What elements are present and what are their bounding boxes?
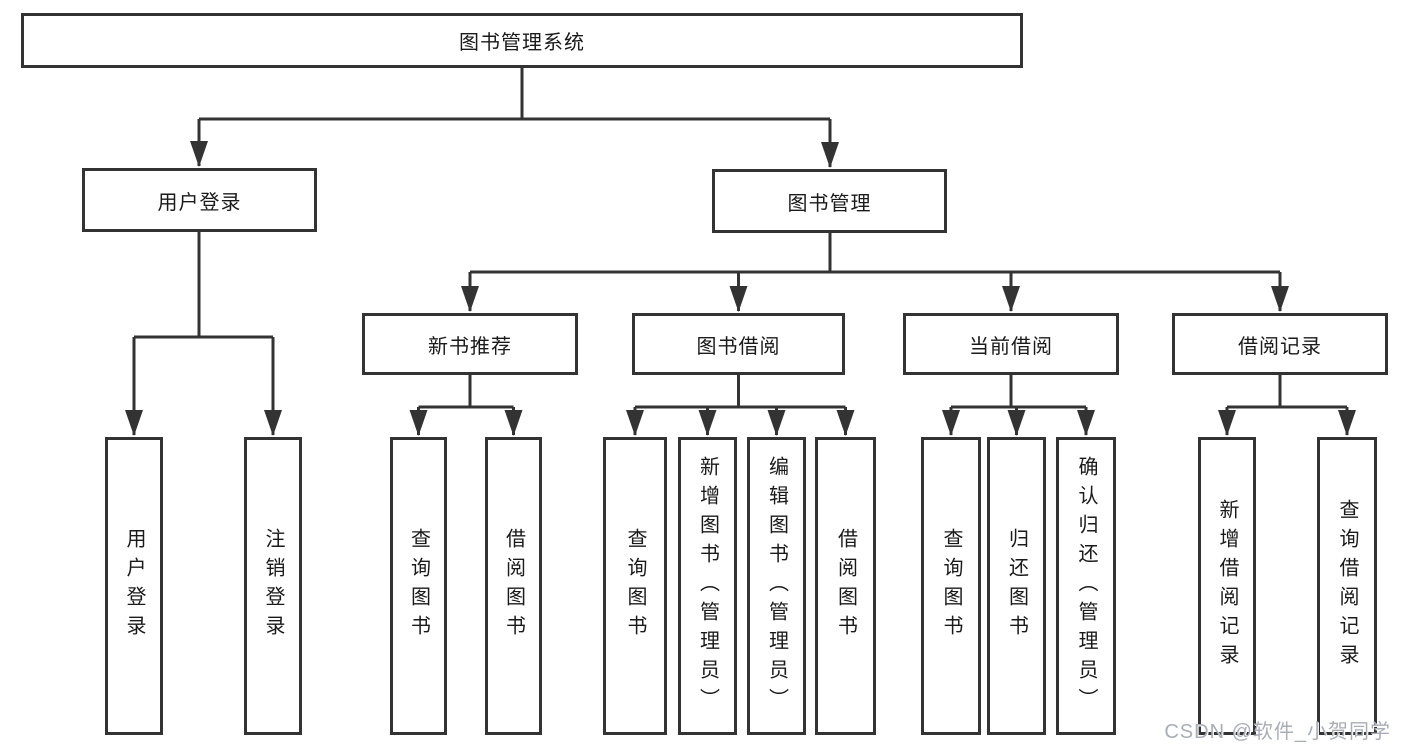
node-cb-confirm-return-admin-label: 确认归还（管理员） bbox=[1075, 455, 1097, 717]
node-bb-borrow-books-label: 借阅图书 bbox=[834, 528, 857, 644]
node-bb-borrow-books: 借阅图书 bbox=[815, 437, 876, 735]
node-rec-borrow-books: 借阅图书 bbox=[485, 437, 542, 735]
node-user-login: 用户登录 bbox=[82, 168, 317, 232]
node-logout: 注销登录 bbox=[244, 437, 302, 735]
node-login: 用户登录 bbox=[105, 437, 163, 735]
node-bb-add-books-admin: 新增图书（管理员） bbox=[678, 437, 737, 735]
node-bb-add-books-admin-label: 新增图书（管理员） bbox=[696, 455, 719, 717]
node-bb-query-books-label: 查询图书 bbox=[624, 528, 646, 644]
node-login-label: 用户登录 bbox=[123, 528, 145, 644]
node-rec-query-books-label: 查询图书 bbox=[407, 528, 430, 644]
node-cb-query-books-label: 查询图书 bbox=[940, 528, 962, 644]
node-current-borrowing: 当前借阅 bbox=[903, 313, 1119, 375]
node-cb-return-books: 归还图书 bbox=[987, 437, 1046, 735]
node-new-book-recommend: 新书推荐 bbox=[362, 313, 578, 375]
node-cb-confirm-return-admin: 确认归还（管理员） bbox=[1056, 437, 1116, 735]
node-borrowing-records: 借阅记录 bbox=[1172, 313, 1388, 375]
connector-arrows bbox=[125, 119, 1356, 436]
csdn-watermark: CSDN @软件_小贺同学 bbox=[1164, 721, 1391, 743]
node-br-add-record: 新增借阅记录 bbox=[1198, 437, 1256, 735]
node-book-management-label: 图书管理 bbox=[787, 192, 872, 215]
node-bb-query-books: 查询图书 bbox=[603, 437, 667, 735]
node-book-borrowing: 图书借阅 bbox=[632, 313, 845, 375]
node-user-login-label: 用户登录 bbox=[157, 191, 242, 214]
node-system-root: 图书管理系统 bbox=[21, 13, 1023, 68]
node-br-query-record-label: 查询借阅记录 bbox=[1336, 499, 1358, 673]
node-bb-edit-books-admin-label: 编辑图书（管理员） bbox=[765, 455, 788, 717]
node-br-query-record: 查询借阅记录 bbox=[1317, 437, 1377, 735]
node-cb-query-books: 查询图书 bbox=[921, 437, 981, 735]
node-rec-borrow-books-label: 借阅图书 bbox=[502, 528, 525, 644]
node-book-borrowing-label: 图书借阅 bbox=[696, 335, 781, 358]
connector-rails bbox=[134, 68, 1347, 409]
node-new-book-recommend-label: 新书推荐 bbox=[428, 335, 512, 358]
node-borrowing-records-label: 借阅记录 bbox=[1238, 335, 1322, 358]
node-bb-edit-books-admin: 编辑图书（管理员） bbox=[747, 437, 806, 735]
node-br-add-record-label: 新增借阅记录 bbox=[1216, 499, 1238, 673]
node-logout-label: 注销登录 bbox=[262, 528, 284, 644]
node-system-root-label: 图书管理系统 bbox=[459, 32, 585, 54]
node-current-borrowing-label: 当前借阅 bbox=[969, 335, 1053, 358]
node-rec-query-books: 查询图书 bbox=[390, 437, 447, 735]
node-book-management: 图书管理 bbox=[712, 169, 947, 233]
node-cb-return-books-label: 归还图书 bbox=[1005, 528, 1028, 644]
